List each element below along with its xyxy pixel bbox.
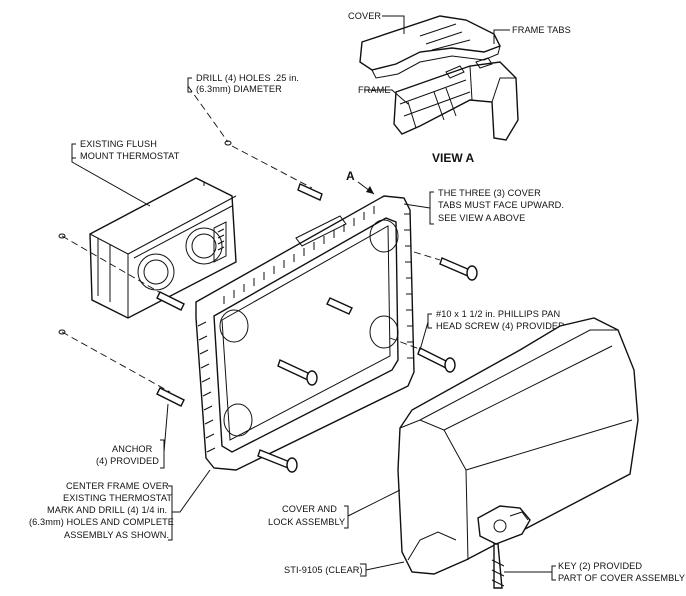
drill-holes-line-1: DRILL (4) HOLES .25 in. bbox=[196, 73, 299, 83]
cover-lock-line-2: LOCK ASSEMBLY bbox=[268, 517, 345, 527]
key-line-1: KEY (2) PROVIDED bbox=[558, 561, 642, 571]
view-a-frame bbox=[393, 61, 519, 141]
view-a-cover-label: COVER bbox=[348, 11, 381, 21]
screw-line-1: #10 x 1 1/2 in. PHILLIPS PAN bbox=[436, 309, 560, 319]
drill-holes-line-2: (6.3mm) DIAMETER bbox=[196, 84, 282, 94]
thermostat-dial-left bbox=[137, 253, 175, 291]
existing-thermostat: EXISTING FLUSH MOUNT THERMOSTAT bbox=[71, 139, 237, 319]
cover-lock-callout: COVER AND LOCK ASSEMBLY bbox=[268, 489, 401, 529]
view-a-detail: COVER FRAME TABS FRAME VIEW A bbox=[348, 11, 571, 165]
screws: #10 x 1 1/2 in. PHILLIPS PAN HEAD SCREW … bbox=[257, 251, 565, 473]
existing-thermostat-line-1: EXISTING FLUSH bbox=[80, 139, 157, 149]
center-frame-line-5: ASSEMBLY AS SHOWN. bbox=[64, 530, 169, 540]
cover-tabs-line-1: THE THREE (3) COVER bbox=[438, 188, 541, 198]
center-frame-callout: CENTER FRAME OVER EXISTING THERMOSTAT MA… bbox=[29, 469, 211, 541]
anchor-line-1: ANCHOR bbox=[112, 444, 153, 454]
cover-lock-line-1: COVER AND bbox=[282, 504, 337, 514]
existing-thermostat-line-2: MOUNT THERMOSTAT bbox=[80, 151, 180, 161]
cover-tabs-line-2: TABS MUST FACE UPWARD. bbox=[438, 200, 564, 210]
view-a-frame-label: FRAME bbox=[358, 85, 391, 95]
key-icon bbox=[493, 543, 503, 589]
view-a-frame-tabs-label: FRAME TABS bbox=[512, 25, 571, 35]
arrow-a-callout: A THE THREE (3) COVER TABS MUST FACE UPW… bbox=[346, 169, 564, 225]
center-frame-line-2: EXISTING THERMOSTAT bbox=[63, 493, 172, 503]
drill-holes-callout: DRILL (4) HOLES .25 in. (6.3mm) DIAMETER bbox=[187, 73, 299, 146]
screw-line-2: HEAD SCREW (4) PROVIDED bbox=[436, 321, 565, 331]
view-a-title: VIEW A bbox=[432, 151, 475, 165]
model-callout: STI-9105 (CLEAR) bbox=[284, 561, 405, 577]
cover-lock bbox=[477, 505, 531, 545]
anchor-line-2: (4) PROVIDED bbox=[96, 456, 159, 466]
model-label: STI-9105 (CLEAR) bbox=[284, 565, 363, 575]
center-frame-line-1: CENTER FRAME OVER bbox=[66, 481, 169, 491]
thermostat-dial-right bbox=[185, 227, 223, 265]
key-line-2: PART OF COVER ASSEMBLY bbox=[558, 573, 685, 583]
mounting-frame bbox=[195, 195, 415, 471]
arrow-a-letter: A bbox=[346, 169, 355, 183]
center-frame-line-3: MARK AND DRILL (4) 1/4 in. bbox=[47, 505, 167, 515]
key-callout: KEY (2) PROVIDED PART OF COVER ASSEMBLY bbox=[504, 561, 685, 583]
cover-tabs-line-3: SEE VIEW A ABOVE bbox=[438, 213, 525, 223]
anchors: ANCHOR (4) PROVIDED bbox=[58, 145, 353, 469]
center-frame-line-4: (6.3mm) HOLES AND COMPLETE bbox=[29, 517, 174, 527]
clear-cover bbox=[397, 317, 639, 589]
